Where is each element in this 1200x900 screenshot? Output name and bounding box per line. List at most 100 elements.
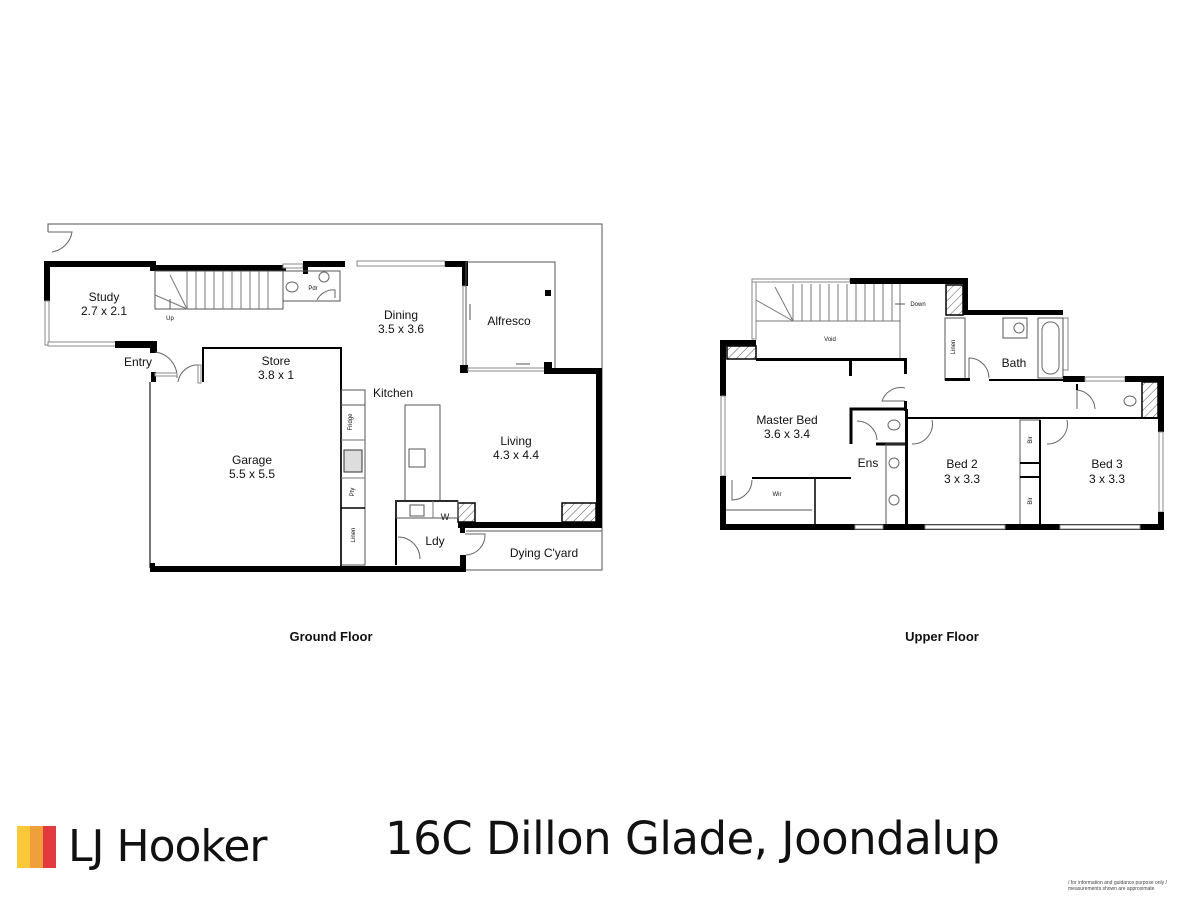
window (1062, 317, 1069, 371)
wall (462, 261, 468, 286)
vanity (885, 443, 907, 529)
bir-label-2: Bir (1028, 497, 1034, 504)
room-name-laundry: Ldy (425, 534, 444, 548)
door-swing (177, 364, 201, 383)
wall (44, 261, 155, 267)
bir-label-1: Bir (1028, 436, 1034, 443)
wall (303, 261, 308, 274)
room-name-kitchen: Kitchen (373, 386, 413, 400)
post (460, 365, 468, 373)
room-size-store: 3.8 x 1 (258, 368, 294, 382)
wall (303, 261, 345, 267)
wall (150, 265, 286, 271)
logo-square-red (43, 826, 56, 868)
room-name-bed-2: Bed 2 (946, 457, 978, 471)
room-size-dining: 3.5 x 3.6 (378, 322, 424, 336)
window (854, 524, 884, 530)
room-name-drying-courtyard: Dying C'yard (510, 546, 578, 560)
powder-label: Pdr (308, 286, 317, 292)
toilet-icon (1123, 395, 1137, 407)
room-name-store: Store (262, 354, 291, 368)
trough-icon (409, 504, 425, 517)
wall (460, 555, 466, 572)
wall (460, 527, 465, 533)
logo-square-yellow (17, 826, 30, 868)
lot-boundary (47, 223, 603, 571)
washer-label: W (441, 512, 450, 522)
brand-name: LJ Hooker (68, 821, 267, 872)
window (924, 524, 1006, 530)
door-swing (856, 420, 878, 441)
wall (945, 378, 970, 381)
door-swing (731, 479, 753, 501)
powder-room (282, 270, 341, 302)
door-swing (881, 387, 906, 402)
column (457, 502, 476, 523)
vanity (1002, 317, 1028, 339)
window (1059, 524, 1141, 530)
room-name-study: Study (89, 290, 120, 304)
wall (150, 261, 156, 271)
wall (1158, 512, 1164, 530)
basin-icon (318, 271, 330, 283)
toilet-icon (285, 281, 299, 293)
window (720, 395, 726, 477)
room-name-living: Living (500, 434, 531, 448)
toilet-icon (887, 419, 901, 431)
wall (905, 409, 908, 529)
threshold (154, 372, 178, 377)
wall (1158, 376, 1164, 432)
wall (115, 341, 157, 348)
stairs-down-label: Down (910, 302, 925, 308)
sliding-door (467, 367, 549, 372)
window (282, 263, 304, 269)
ground-floor-title: Ground Floor (289, 629, 372, 644)
wall (904, 358, 907, 374)
post (545, 290, 551, 296)
ensuite-wall (849, 407, 906, 444)
laundry-wall (395, 500, 458, 565)
stairs-up-label: Up (166, 316, 174, 322)
wall (720, 340, 756, 346)
room-size-bed-2: 3 x 3.3 (944, 472, 980, 486)
disclaimer-line-1: / for information and guidance purpose o… (1068, 880, 1167, 886)
disclaimer-line-2: measurements shown are approximate (1068, 886, 1155, 892)
room-size-master-bed: 3.6 x 3.4 (764, 427, 810, 441)
door-swing (465, 533, 486, 556)
room-name-void: Void (824, 337, 836, 343)
wall (756, 358, 906, 361)
wall (44, 261, 50, 301)
fridge-label: Fridge (348, 413, 354, 431)
door-swing (316, 289, 336, 301)
room-size-bed-3: 3 x 3.3 (1089, 472, 1125, 486)
wall (596, 368, 602, 528)
wall (445, 261, 467, 267)
wall (548, 368, 602, 374)
wall (904, 401, 907, 411)
room-name-bath: Bath (1002, 356, 1027, 370)
staircase (154, 270, 284, 310)
wall (720, 340, 726, 396)
window (1084, 376, 1126, 382)
pantry-label: Pty (350, 488, 356, 497)
property-address: 16C Dillon Glade, Joondalup (385, 812, 1000, 865)
upper-floor-plan: Down Void Wir Linen (720, 278, 1164, 644)
cabinet (340, 389, 366, 406)
door-swing (911, 419, 933, 445)
upper-floor-title: Upper Floor (905, 629, 979, 644)
wall (1063, 376, 1085, 382)
door-swing (1076, 389, 1096, 410)
wall (151, 372, 156, 382)
lj-hooker-logo: LJ Hooker (17, 821, 267, 872)
column (1141, 381, 1159, 419)
gate-door (48, 231, 73, 253)
door-swing (397, 536, 421, 560)
door-swing (1046, 419, 1068, 445)
fireplace (561, 502, 597, 523)
linen-label: Linen (351, 528, 357, 543)
wall (150, 341, 157, 353)
basin-icon (888, 457, 900, 469)
wall (458, 522, 602, 528)
window (356, 260, 446, 267)
